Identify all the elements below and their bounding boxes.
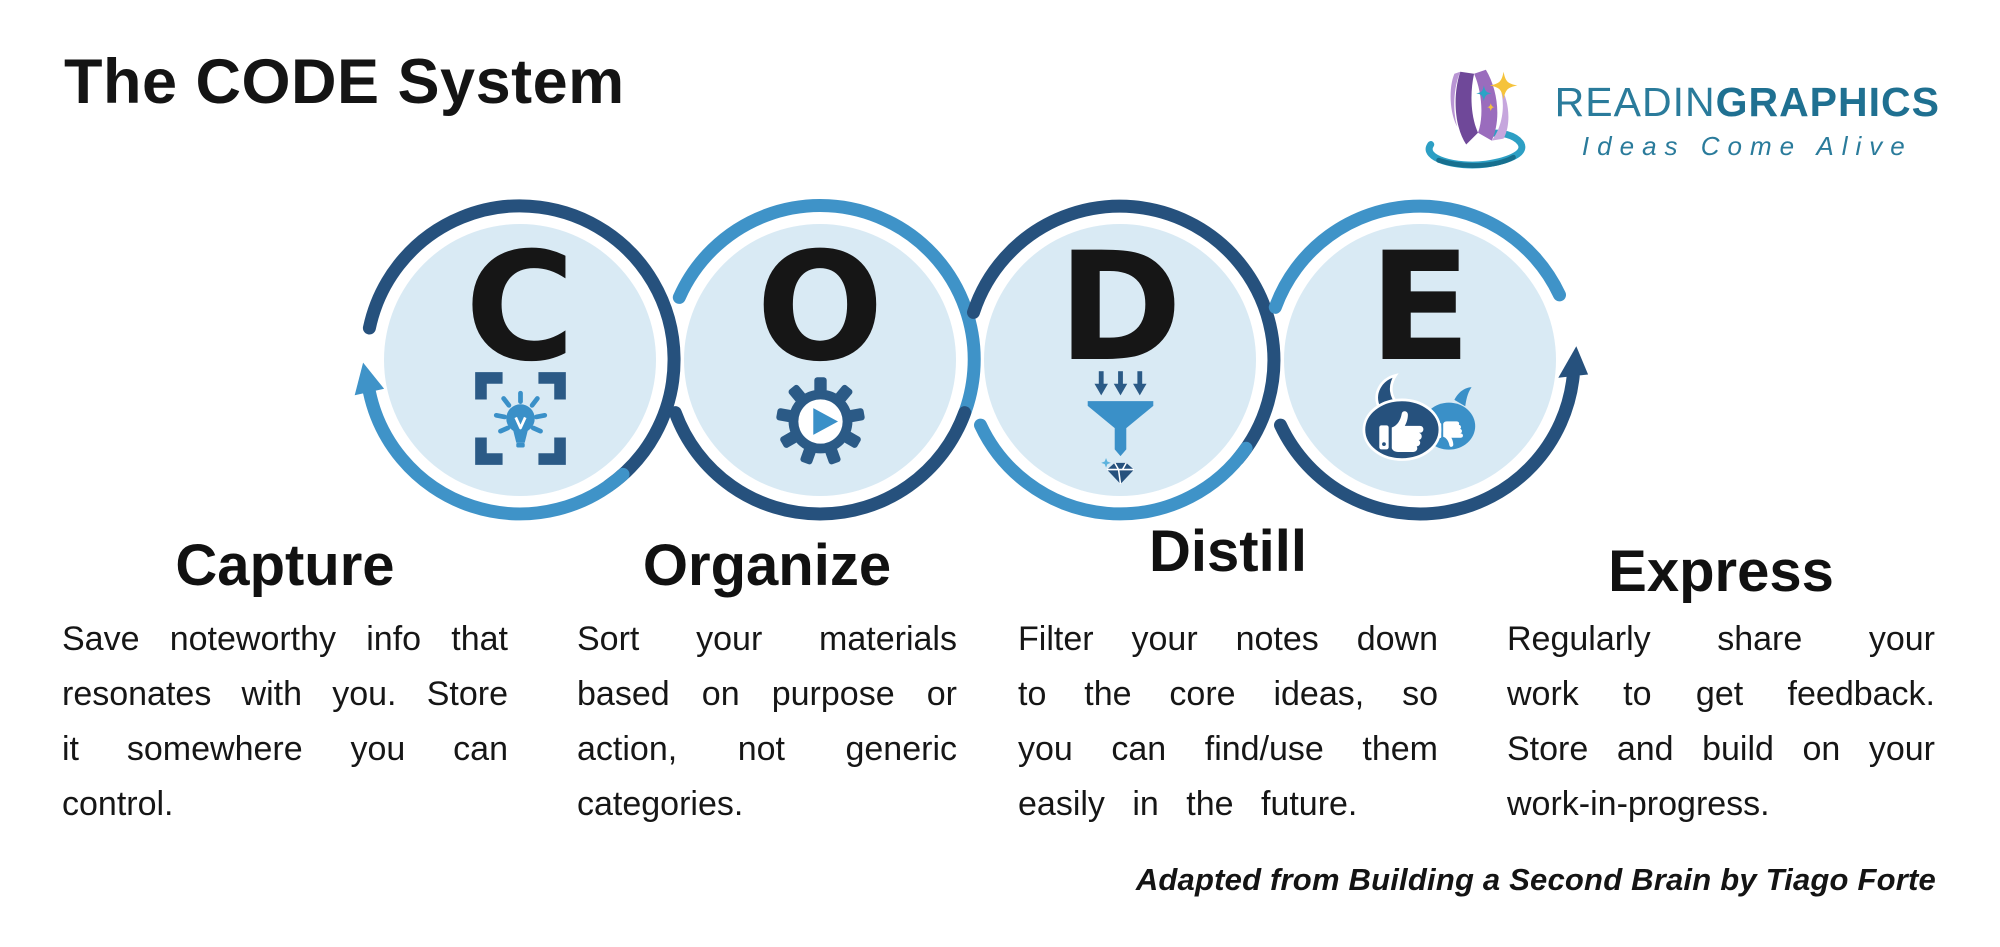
down-arrows-icon [1093,371,1147,396]
step-column-organize: Organize Sort your materials based on pu… [577,534,957,832]
capture-frame-brackets [474,372,566,465]
page-title: The CODE System [64,47,625,117]
star-yellow-large [1489,71,1517,100]
brand-name-regular: READIN [1554,79,1716,125]
diamond-icon [1100,458,1134,485]
express-thumbs-feedback-icon [1362,373,1476,461]
brand-wordmark: READINGRAPHICS Ideas Come Alive [1555,56,1940,162]
step-letter-d: D [1057,221,1183,395]
step-description-distill: Filter your notes down to the core ideas… [1018,619,1438,823]
brand-book-icon [1425,69,1525,169]
step-column-capture: Capture Save noteworthy info that resona… [62,534,508,832]
step-letter-c: C [464,221,576,395]
step-heading-distill: Distill [1149,519,1307,584]
step-letter-o: O [756,221,884,395]
step-description-express: Regularly share your work to get feedbac… [1507,619,1935,823]
credit-text: Adapted from Building a Second Brain by … [1135,862,1936,897]
funnel-icon [1087,401,1153,457]
brand-name: READINGRAPHICS [1555,82,1940,123]
cycle-arrowhead-right [1558,346,1589,378]
cycle-ring-express [1268,199,1589,521]
play-icon [812,408,838,435]
step-heading-organize: Organize [642,533,892,598]
organize-gear-play-icon [775,377,865,465]
code-step-circle-capture: C [350,190,690,530]
step-heading-express: Express [1608,539,1834,604]
step-column-distill: Distill Filter your notes down to the co… [1018,520,1438,832]
lightbulb-icon [493,390,547,448]
step-letter-e: E [1368,221,1472,395]
star-yellow-tiny [1486,103,1495,112]
step-heading-capture: Capture [175,533,395,598]
star-teal-small [1475,85,1492,102]
code-step-circle-distill: D [950,190,1290,530]
step-column-express: Express Regularly share your work to get… [1507,534,1935,832]
cycle-ring-capture [354,199,681,521]
step-description-capture: Save noteworthy info that resonates with… [62,619,508,823]
thumbs-up-bubble-icon [1362,373,1442,461]
distill-funnel-diamond-icon [1087,371,1153,485]
cycle-arrowhead-left [354,362,385,396]
brand-logo: READINGRAPHICS Ideas Come Alive [1409,56,1940,174]
cycle-ring-organize [668,199,981,521]
code-step-circle-express: E [1250,190,1590,530]
brand-name-bold: GRAPHICS [1715,79,1940,125]
cycle-ring-distill [967,199,1281,521]
capture-frame-lightbulb-icon [474,372,566,465]
step-description-organize: Sort your materials based on purpose or … [577,619,957,823]
brand-tagline: Ideas Come Alive [1581,131,1913,161]
code-step-circle-organize: O [650,190,990,530]
